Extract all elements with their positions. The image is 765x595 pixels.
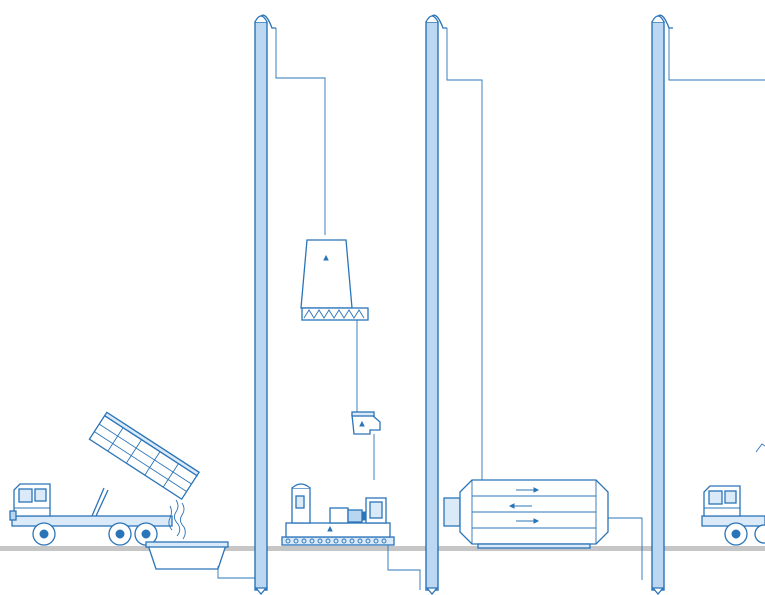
vertical-duct-1 (254, 14, 326, 595)
ground-line (0, 546, 765, 551)
pump-unit-skid (281, 483, 421, 590)
vertical-duct-3 (651, 14, 765, 595)
horizontal-heat-exchanger (443, 479, 643, 580)
dump-truck-unloading (9, 411, 201, 546)
separator-cyclone (351, 411, 381, 480)
dump-truck-partial (701, 443, 765, 546)
receiving-hopper (145, 541, 262, 579)
suspended-hopper-with-screw-conveyor (300, 239, 369, 412)
vertical-duct-2 (425, 14, 483, 595)
